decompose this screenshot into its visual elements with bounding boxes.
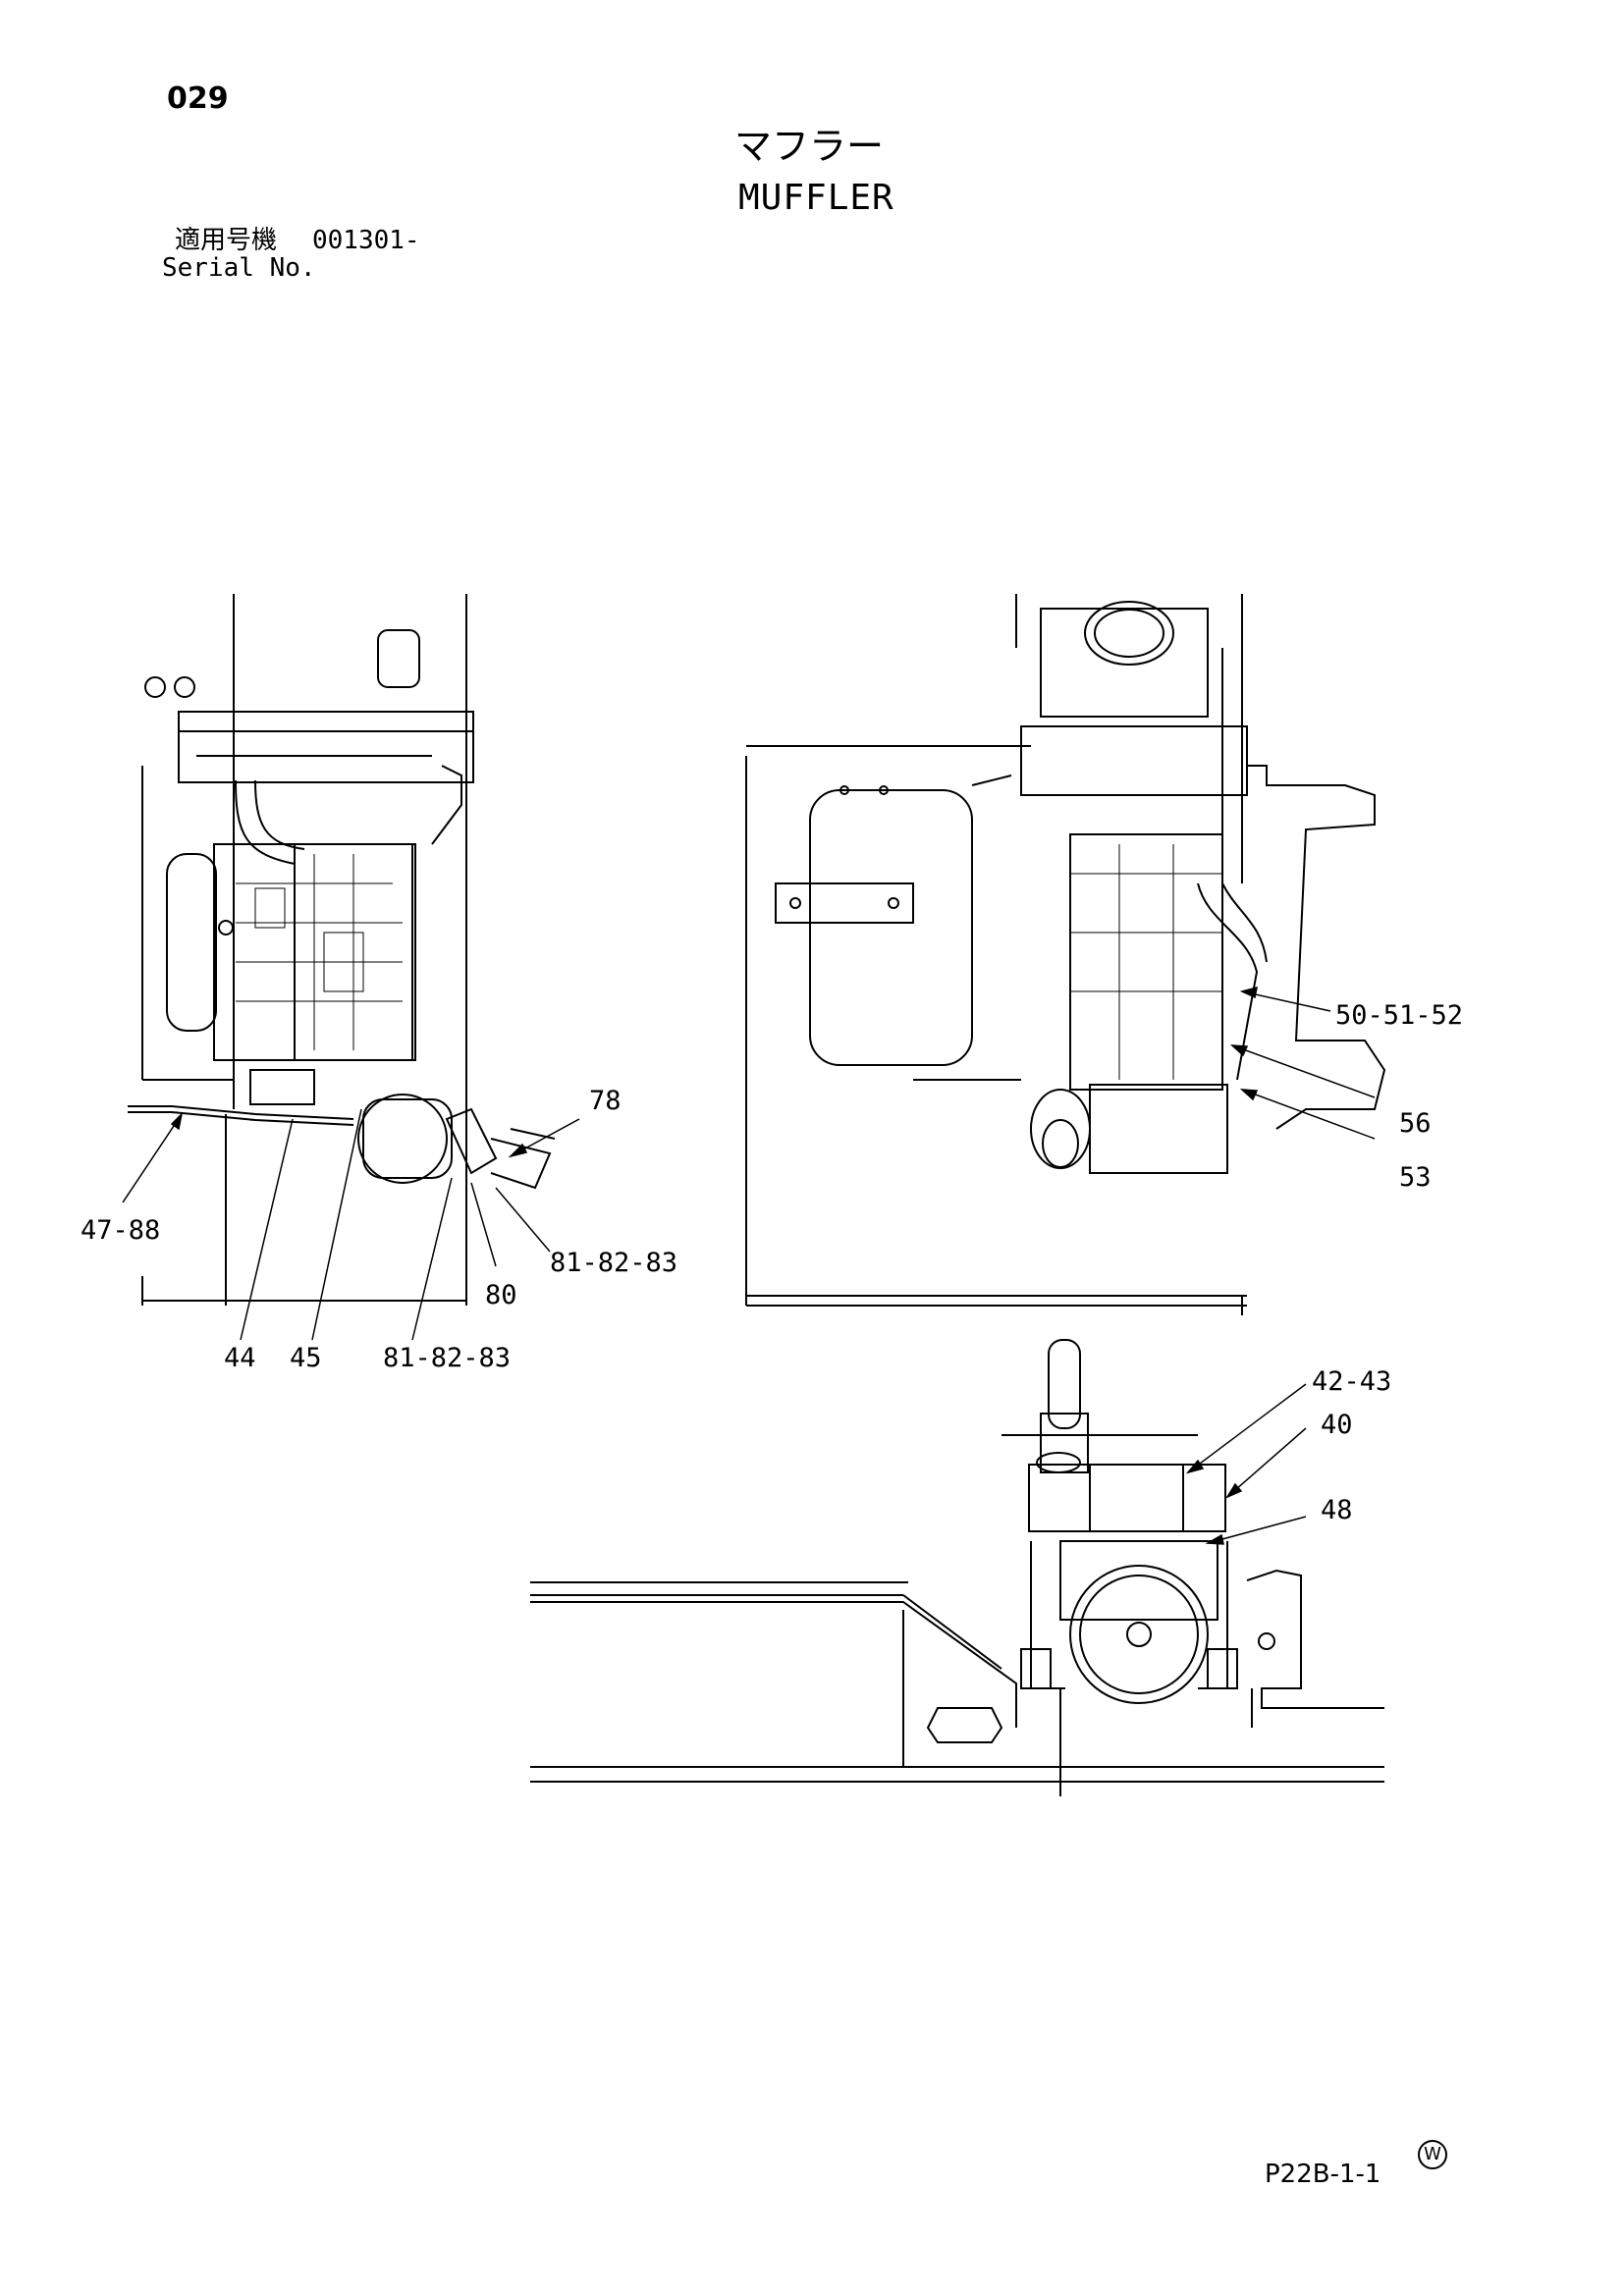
leader-lines (122, 986, 1376, 1545)
callout-53: 53 (1399, 1162, 1432, 1193)
callout-47-88: 47-88 (81, 1215, 160, 1246)
callout-45: 45 (290, 1343, 322, 1373)
page-number: 029 (167, 81, 229, 116)
title-japanese: マフラー (734, 125, 885, 168)
title-english: MUFFLER (738, 178, 894, 218)
callout-81-82-83-bottom: 81-82-83 (383, 1343, 511, 1373)
callout-56: 56 (1399, 1108, 1432, 1139)
watermark-symbol: W (1418, 2140, 1447, 2169)
left-side-view (128, 594, 556, 1306)
callout-42-43: 42-43 (1312, 1366, 1391, 1397)
callout-44: 44 (224, 1343, 256, 1373)
bottom-view (530, 1339, 1384, 1796)
callout-78: 78 (589, 1086, 622, 1116)
drawing-code: P22B-1-1 (1265, 2160, 1381, 2189)
callout-80: 80 (485, 1280, 517, 1310)
callout-81-82-83-right: 81-82-83 (550, 1248, 677, 1278)
callout-40: 40 (1321, 1410, 1353, 1440)
callout-50-51-52: 50-51-52 (1335, 1000, 1463, 1031)
callout-48: 48 (1321, 1495, 1353, 1525)
serial-value: 001301- (312, 226, 420, 255)
right-top-view (745, 594, 1386, 1315)
serial-label-japanese: 適用号機 (175, 226, 278, 255)
serial-label-english: Serial No. (162, 253, 316, 283)
